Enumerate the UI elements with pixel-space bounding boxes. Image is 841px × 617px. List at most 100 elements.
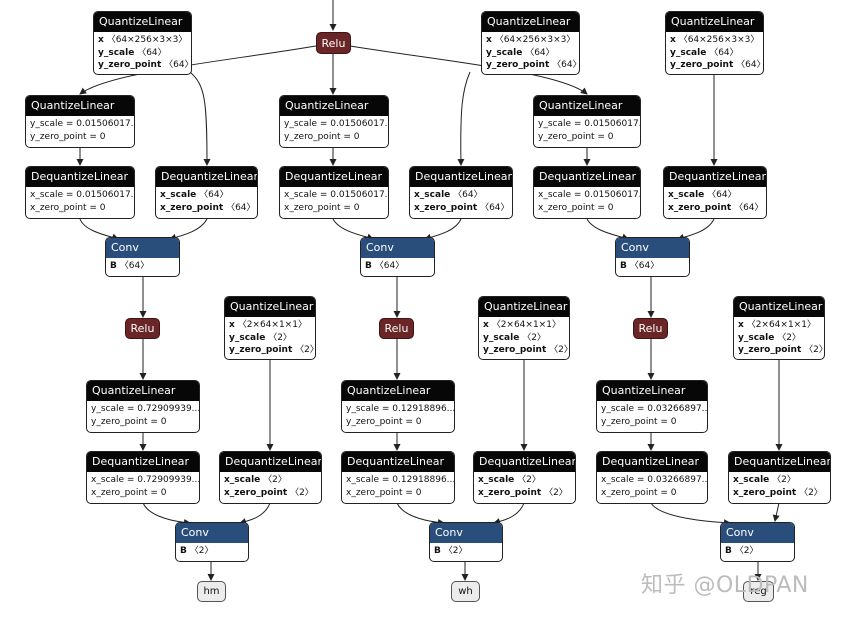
- quantize-linear-node[interactable]: QuantizeLinear y_scale = 0.72909939... y…: [86, 380, 200, 433]
- node-title: QuantizeLinear: [534, 96, 640, 116]
- quantize-linear-node[interactable]: QuantizeLinear y_scale = 0.12918896... y…: [341, 380, 455, 433]
- attr-key: y_zero_point: [98, 60, 162, 70]
- dequantize-linear-node[interactable]: DequantizeLinear x_scale 〈64〉 x_zero_poi…: [155, 166, 258, 219]
- conv-node[interactable]: Conv B 〈64〉: [615, 237, 690, 277]
- node-attrs: y_scale = 0.12918896... y_zero_point = 0: [342, 401, 454, 428]
- node-title: DequantizeLinear: [664, 167, 766, 187]
- quantize-linear-node[interactable]: QuantizeLinear y_scale = 0.01506017... y…: [25, 95, 135, 148]
- relu-node[interactable]: Relu: [633, 318, 668, 339]
- quantize-linear-node[interactable]: QuantizeLinear x 〈2×64×1×1〉 y_scale 〈2〉 …: [478, 296, 570, 360]
- dequantize-linear-node[interactable]: DequantizeLinear x_scale 〈2〉 x_zero_poin…: [219, 451, 322, 504]
- node-attrs: B 〈2〉: [176, 543, 248, 558]
- edge: [457, 71, 471, 166]
- conv-node[interactable]: Conv B 〈2〉: [175, 522, 249, 562]
- attr-value: 〈64〉: [226, 202, 256, 213]
- attr-key: x_scale: [733, 475, 770, 485]
- attr-key: y_zero_point: [229, 345, 293, 355]
- edge: [677, 218, 715, 241]
- attr-value: 〈64〉: [734, 202, 764, 213]
- attr-value: 〈2〉: [522, 332, 546, 343]
- watermark-text: 知乎 @OLDPAN: [641, 573, 809, 598]
- dequantize-linear-node[interactable]: DequantizeLinear x_scale = 0.01506017...…: [279, 166, 389, 219]
- node-attrs: x_scale 〈2〉 x_zero_point 〈2〉: [474, 472, 575, 499]
- attr-value: 〈2〉: [443, 546, 468, 556]
- attr-value: 〈2×64×1×1〉: [237, 320, 307, 330]
- attr-value: 〈64〉: [736, 60, 764, 70]
- node-title: QuantizeLinear: [666, 12, 763, 32]
- attr-value: 〈64〉: [525, 47, 555, 58]
- dequantize-linear-node[interactable]: DequantizeLinear x_scale = 0.01506017...…: [25, 166, 135, 219]
- quantize-linear-node[interactable]: QuantizeLinear x 〈64×256×3×3〉 y_scale 〈6…: [665, 11, 764, 75]
- relu-node[interactable]: Relu: [125, 318, 160, 339]
- quantize-linear-node[interactable]: QuantizeLinear x 〈64×256×3×3〉 y_scale 〈6…: [93, 11, 192, 75]
- conv-node[interactable]: Conv B 〈2〉: [720, 522, 795, 562]
- node-attrs: B 〈64〉: [616, 258, 689, 273]
- output-node-hm[interactable]: hm: [197, 581, 226, 602]
- dequantize-linear-node[interactable]: DequantizeLinear x_scale = 0.03266897...…: [596, 451, 708, 504]
- dequantize-linear-node[interactable]: DequantizeLinear x_scale 〈2〉 x_zero_poin…: [728, 451, 831, 504]
- edge: [424, 218, 462, 241]
- edge: [189, 71, 211, 166]
- dequantize-linear-node[interactable]: DequantizeLinear x_scale = 0.12918896...…: [341, 451, 455, 504]
- attr-value: 〈64×256×3×3〉: [678, 35, 760, 45]
- top-relu-node[interactable]: Relu: [316, 32, 351, 54]
- output-node-wh[interactable]: wh: [451, 581, 480, 602]
- attr-value: 〈2〉: [804, 345, 824, 355]
- dequantize-linear-node[interactable]: DequantizeLinear x_scale = 0.01506017...…: [533, 166, 641, 219]
- attr-line: y_zero_point = 0: [601, 416, 677, 427]
- edge: [239, 502, 271, 525]
- output-node-reg[interactable]: reg: [743, 581, 774, 602]
- quantize-linear-node[interactable]: QuantizeLinear x 〈2×64×1×1〉 y_scale 〈2〉 …: [224, 296, 316, 360]
- dequantize-linear-node[interactable]: DequantizeLinear x_scale 〈64〉 x_zero_poi…: [663, 166, 767, 219]
- attr-key: y_scale: [670, 47, 707, 58]
- node-title: Conv: [106, 238, 179, 258]
- quantize-linear-node[interactable]: QuantizeLinear y_scale = 0.01506017... y…: [279, 95, 389, 148]
- node-attrs: x 〈2×64×1×1〉 y_scale 〈2〉 y_zero_point 〈2…: [225, 317, 315, 357]
- attr-value: 〈64〉: [199, 190, 229, 200]
- attr-key: y_zero_point: [670, 60, 734, 70]
- attr-line: y_zero_point = 0: [30, 131, 106, 142]
- dequantize-linear-node[interactable]: DequantizeLinear x_scale = 0.72909939...…: [86, 451, 200, 504]
- attr-value: 〈64〉: [709, 47, 739, 58]
- attr-value: 〈2〉: [517, 475, 541, 485]
- attr-key: B: [180, 546, 187, 556]
- dequantize-linear-node[interactable]: DequantizeLinear x_scale 〈2〉 x_zero_poin…: [473, 451, 576, 504]
- node-title: DequantizeLinear: [156, 167, 257, 187]
- attr-key: x_scale: [160, 190, 197, 200]
- attr-key: x_zero_point: [160, 202, 224, 213]
- node-attrs: B 〈64〉: [106, 258, 179, 273]
- quantize-linear-node[interactable]: QuantizeLinear x 〈64×256×3×3〉 y_scale 〈6…: [481, 11, 580, 75]
- quantize-linear-node[interactable]: QuantizeLinear y_scale = 0.01506017... y…: [533, 95, 641, 148]
- attr-value: 〈2〉: [734, 546, 759, 556]
- node-title: DequantizeLinear: [474, 452, 575, 472]
- edge: [396, 502, 445, 526]
- relu-node[interactable]: Relu: [379, 318, 414, 339]
- node-title: Conv: [721, 523, 794, 543]
- dequantize-linear-node[interactable]: DequantizeLinear x_scale 〈64〉 x_zero_poi…: [409, 166, 513, 219]
- attr-line: y_scale = 0.03266897...: [601, 404, 708, 414]
- attr-value: 〈2〉: [189, 546, 214, 556]
- node-attrs: x_scale = 0.03266897... x_zero_point = 0: [597, 472, 707, 499]
- node-title: Conv: [616, 238, 689, 258]
- node-title: DequantizeLinear: [342, 452, 454, 472]
- node-attrs: y_scale = 0.72909939... y_zero_point = 0: [87, 401, 199, 428]
- attr-key: B: [110, 261, 117, 271]
- conv-node[interactable]: Conv B 〈64〉: [105, 237, 180, 277]
- node-title: QuantizeLinear: [225, 297, 315, 317]
- attr-line: x_scale = 0.01506017...: [284, 190, 389, 200]
- quantize-linear-node[interactable]: QuantizeLinear y_scale = 0.03266897... y…: [596, 380, 708, 433]
- attr-line: x_scale = 0.12918896...: [346, 475, 455, 485]
- attr-line: y_scale = 0.72909939...: [91, 404, 200, 414]
- edge: [142, 502, 191, 526]
- node-title: DequantizeLinear: [280, 167, 388, 187]
- quantize-linear-node[interactable]: QuantizeLinear x 〈2×64×1×1〉 y_scale 〈2〉 …: [733, 296, 825, 360]
- conv-node[interactable]: Conv B 〈64〉: [360, 237, 435, 277]
- attr-line: y_scale = 0.01506017...: [284, 119, 389, 129]
- attr-key: y_scale: [483, 332, 520, 343]
- attr-value: 〈2〉: [549, 345, 569, 355]
- conv-node[interactable]: Conv B 〈2〉: [429, 522, 503, 562]
- attr-value: 〈64〉: [164, 60, 192, 70]
- attr-key: x_zero_point: [224, 487, 288, 498]
- node-attrs: x_scale 〈2〉 x_zero_point 〈2〉: [220, 472, 321, 499]
- edge: [586, 218, 629, 241]
